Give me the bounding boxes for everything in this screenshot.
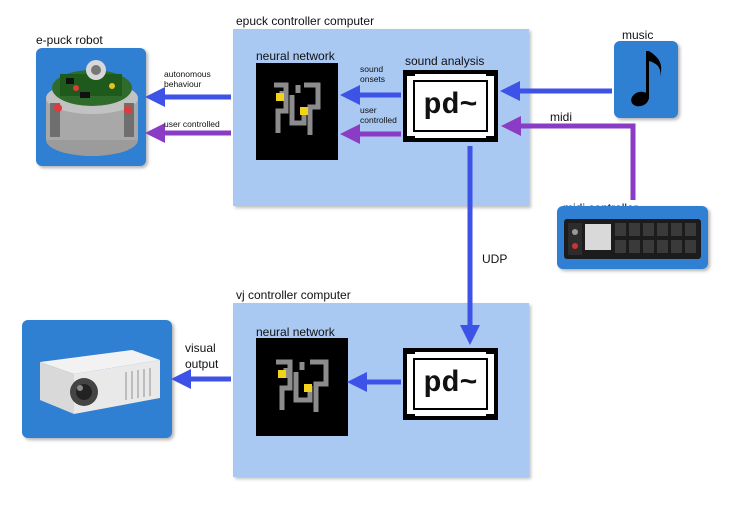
pd-logo-top: pd~ xyxy=(403,70,498,142)
midi-to-pd-arrow xyxy=(501,116,636,200)
neural-network-icon xyxy=(276,359,329,412)
music-note-icon xyxy=(631,51,662,107)
vj-computer-title: vj controller computer xyxy=(236,288,351,302)
epuck-robot-tile xyxy=(36,48,146,166)
midi-controller-tile xyxy=(557,206,708,269)
midi-pad-image xyxy=(564,219,701,259)
epuck-computer-title: epuck controller computer xyxy=(236,14,375,28)
sound-analysis-label: sound analysis xyxy=(405,54,485,68)
pd-text-bottom: pd~ xyxy=(423,367,478,401)
projector-tile xyxy=(22,320,172,438)
music-title: music xyxy=(622,28,654,42)
neural-network-logo-bottom xyxy=(256,338,348,436)
pd-text-top: pd~ xyxy=(423,89,478,123)
projector-image xyxy=(40,350,160,414)
neural-network-icon xyxy=(274,82,321,135)
neural-network-label-bottom: neural network xyxy=(256,325,335,339)
user-controlled-label: user controlled xyxy=(164,119,220,129)
neural-network-logo-top xyxy=(256,63,338,160)
udp-label: UDP xyxy=(482,252,508,266)
epuck-robot-title: e-puck robot xyxy=(36,33,103,47)
midi-label: midi xyxy=(550,110,573,124)
music-tile xyxy=(614,41,678,118)
neural-network-label-top: neural network xyxy=(256,49,335,63)
robot-image xyxy=(46,60,138,156)
pd-logo-bottom: pd~ xyxy=(403,348,498,420)
